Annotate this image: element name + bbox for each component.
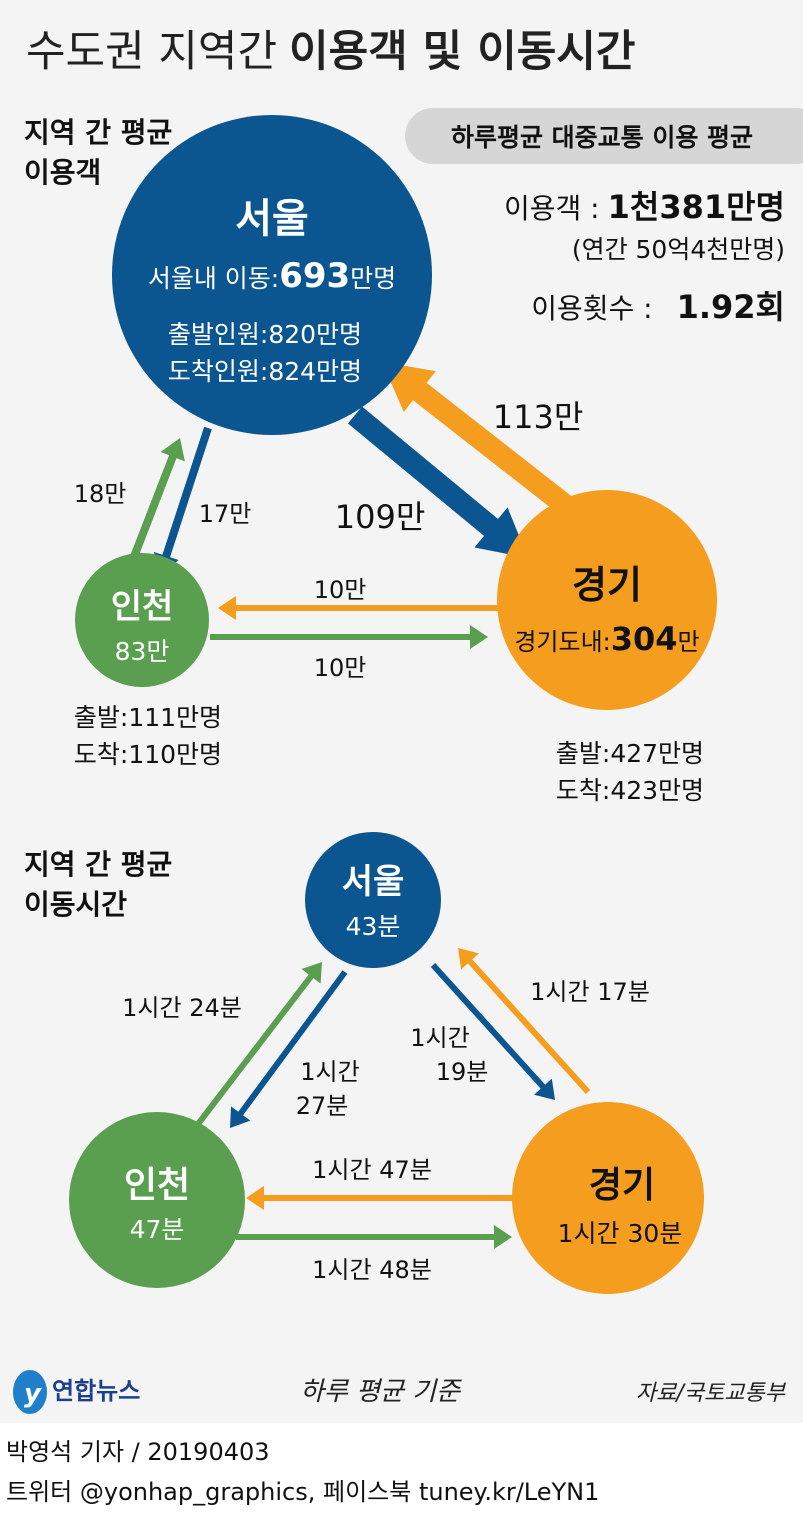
gyeonggi-time-name: 경기	[589, 1165, 655, 1206]
time-gyeonggi-to-seoul-arrow	[458, 948, 591, 1095]
seoul-internal-label: 서울내 이동:	[148, 264, 279, 293]
time-gyeonggi-to-incheon-arrow-head	[246, 1186, 264, 1210]
gyeonggi-time-node	[512, 1102, 704, 1294]
incheon-to-seoul-arrow-shaft	[128, 453, 178, 564]
time-seoul-incheon-2: 27분	[296, 1092, 349, 1120]
gyeonggi-name: 경기	[572, 563, 642, 607]
incheon-arrivals: 도착:110만명	[74, 740, 222, 769]
gyeonggi-to-seoul-arrow-shaft	[411, 381, 572, 514]
time-seoul-to-incheon-arrow-shaft	[237, 970, 348, 1117]
incheon-time: 47분	[130, 1215, 185, 1244]
time-seoul-to-gyeonggi-arrow-head	[534, 1078, 555, 1100]
passengers-value: 1천381만명	[608, 188, 785, 226]
gyeonggi-node	[497, 490, 717, 710]
time-gyeonggi-to-seoul-arrow-shaft	[466, 957, 591, 1095]
passengers-label: 이용객 :	[504, 192, 600, 225]
time-incheon-to-seoul-arrow	[192, 962, 322, 1130]
section2-label-2: 이동시간	[24, 888, 127, 921]
flow-gyeonggi-incheon: 10만	[314, 576, 367, 604]
seoul-time-node	[305, 832, 441, 968]
trips-value: 1.92회	[677, 288, 785, 326]
time-incheon-to-seoul-arrow-head	[301, 962, 322, 984]
seoul-name: 서울	[235, 196, 309, 242]
seoul-arrivals: 도착인원:824만명	[168, 357, 362, 386]
gyeonggi-departures: 출발:427만명	[556, 739, 704, 768]
trips-label: 이용횟수 :	[531, 292, 652, 325]
basis-note: 하루 평균 기준	[300, 1377, 462, 1407]
social-credit: 트위터 @yonhap_graphics, 페이스북 tuney.kr/LeYN…	[6, 1478, 600, 1506]
seoul-node	[112, 115, 432, 435]
time-incheon-gyeonggi: 1시간 48분	[312, 1256, 432, 1284]
passengers-stat: 이용객 :1천381만명	[504, 188, 785, 226]
gyeonggi-internal-unit: 만	[678, 628, 700, 656]
summary-pill-text: 하루평균 대중교통 이용 평균	[451, 123, 753, 152]
seoul-to-incheon-arrow-shaft	[161, 426, 212, 560]
seoul-to-gyeonggi-arrow-shaft	[347, 406, 500, 538]
seoul-internal-unit: 만명	[350, 264, 396, 293]
incheon-time-name: 인천	[124, 1165, 190, 1206]
yonhap-logo-glyph: y	[24, 1379, 42, 1409]
gyeonggi-time: 1시간 30분	[558, 1219, 683, 1248]
incheon-to-seoul-arrow-head	[160, 438, 185, 462]
flow-gyeonggi-seoul: 113만	[493, 398, 584, 436]
yonhap-logo-text: 연합뉴스	[52, 1377, 140, 1405]
yonhap-logo: y 연합뉴스	[13, 1370, 140, 1414]
time-gyeonggi-to-seoul-arrow-head	[458, 948, 479, 970]
time-seoul-to-incheon-arrow	[230, 970, 348, 1128]
title-bold: 이용객 및 이동시간	[289, 27, 635, 77]
time-seoul-gyeonggi-1: 1시간	[410, 1024, 469, 1052]
reporter-credit: 박영석 기자 / 20190403	[6, 1438, 270, 1466]
time-seoul-to-gyeonggi-arrow-shaft	[430, 962, 547, 1091]
time-gyeonggi-incheon: 1시간 47분	[312, 1156, 432, 1184]
trips-stat: 이용횟수 : 1.92회	[531, 288, 785, 326]
flow-incheon-seoul: 18만	[74, 480, 127, 508]
incheon-node	[75, 553, 209, 687]
incheon-time-node	[69, 1112, 245, 1288]
section1-label-2: 이용객	[24, 156, 101, 189]
flow-incheon-gyeonggi: 10만	[314, 654, 367, 682]
incheon-name: 인천	[111, 587, 174, 627]
seoul-time: 43분	[346, 912, 401, 941]
section1-label-1: 지역 간 평균	[24, 116, 172, 149]
yonhap-logo-icon	[13, 1370, 47, 1414]
time-incheon-to-seoul-arrow-shaft	[192, 972, 315, 1130]
incheon-departures: 출발:111만명	[74, 703, 222, 732]
flow-seoul-gyeonggi: 109만	[335, 498, 426, 536]
incheon-to-gyeonggi-arrow	[210, 625, 488, 649]
title-light: 수도권 지역간	[26, 27, 277, 77]
time-seoul-gyeonggi-2: 19분	[436, 1058, 489, 1086]
gyeonggi-internal: 경기도내:304만	[514, 620, 699, 658]
seoul-departures: 출발인원:820만명	[168, 320, 362, 349]
annual-passengers: (연간 50억4천만명)	[572, 235, 785, 264]
seoul-internal-value: 693	[279, 256, 350, 296]
incheon-to-seoul-arrow	[128, 438, 185, 564]
gyeonggi-to-incheon-arrow-head	[218, 596, 236, 620]
time-seoul-to-incheon-arrow-head	[230, 1106, 251, 1128]
seoul-time-name: 서울	[342, 862, 405, 902]
gyeonggi-internal-label: 경기도내:	[514, 628, 610, 656]
gyeonggi-arrivals: 도착:423만명	[556, 776, 704, 805]
time-gyeonggi-to-incheon-arrow	[246, 1186, 515, 1210]
section2-label-1: 지역 간 평균	[24, 848, 172, 881]
source-note: 자료/국토교통부	[636, 1381, 787, 1406]
incheon-internal: 83만	[115, 637, 170, 666]
time-incheon-to-gyeonggi-arrow	[236, 1225, 512, 1249]
summary-pill	[405, 108, 803, 164]
incheon-to-gyeonggi-arrow-head	[470, 625, 488, 649]
gyeonggi-internal-value: 304	[611, 620, 678, 658]
flow-seoul-incheon: 17만	[199, 500, 252, 528]
time-incheon-to-gyeonggi-arrow-head	[494, 1225, 512, 1249]
time-gyeonggi-seoul: 1시간 17분	[530, 978, 650, 1006]
time-incheon-seoul: 1시간 24분	[122, 994, 242, 1022]
seoul-internal: 서울내 이동:693만명	[148, 256, 396, 296]
time-seoul-to-gyeonggi-arrow	[430, 962, 555, 1100]
gyeonggi-to-incheon-arrow	[218, 596, 498, 620]
time-seoul-incheon-1: 1시간	[300, 1058, 359, 1086]
